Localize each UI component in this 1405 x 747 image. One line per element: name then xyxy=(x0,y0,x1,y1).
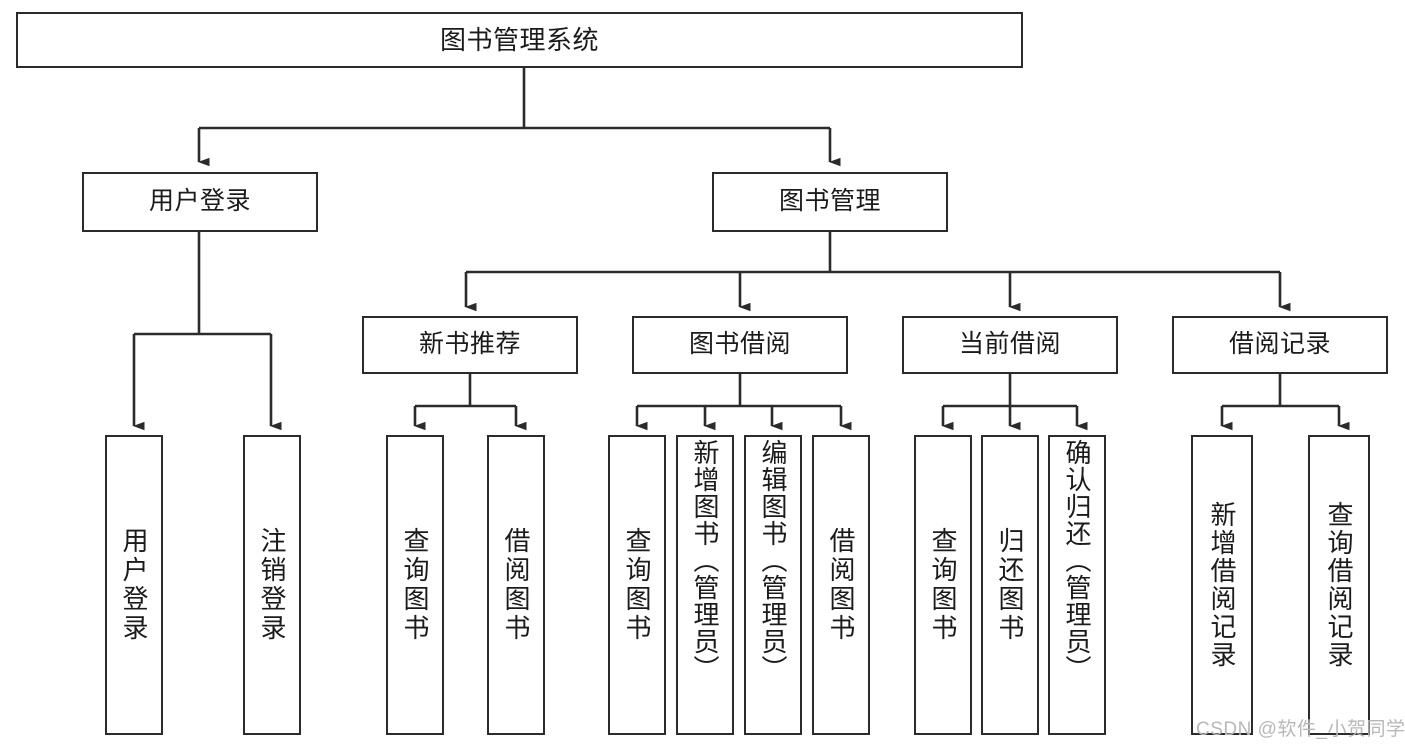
node-label: 查询图书 xyxy=(928,527,958,643)
node-label: 查询图书 xyxy=(400,527,430,643)
node-user-login[interactable]: 用户登录 xyxy=(82,172,318,232)
leaf-borrow-book-new[interactable]: 借阅图书 xyxy=(487,435,545,735)
node-label: 新增借阅记录 xyxy=(1207,501,1237,669)
node-new-book-recommend[interactable]: 新书推荐 xyxy=(362,316,578,374)
node-label: 新书推荐 xyxy=(418,330,521,359)
leaf-edit-book-admin[interactable]: 编辑图书（管理员） xyxy=(744,435,802,735)
node-label: 新增图书（管理员） xyxy=(690,439,720,682)
leaf-add-book-admin[interactable]: 新增图书（管理员） xyxy=(676,435,734,735)
leaf-query-book-new[interactable]: 查询图书 xyxy=(386,435,444,735)
node-label: 图书借阅 xyxy=(688,330,791,359)
node-label: 归还图书 xyxy=(995,527,1025,643)
node-root-system[interactable]: 图书管理系统 xyxy=(16,12,1023,68)
node-label: 当前借阅 xyxy=(958,330,1061,359)
node-book-management[interactable]: 图书管理 xyxy=(712,172,948,232)
node-label: 用户登录 xyxy=(148,187,251,216)
leaf-return-book[interactable]: 归还图书 xyxy=(981,435,1039,735)
node-label: 查询图书 xyxy=(622,527,652,643)
node-label: 注销登录 xyxy=(257,527,287,643)
node-label: 借阅图书 xyxy=(501,527,531,643)
leaf-logout[interactable]: 注销登录 xyxy=(243,435,301,735)
leaf-add-borrow-record[interactable]: 新增借阅记录 xyxy=(1191,435,1253,735)
leaf-query-book-borrow[interactable]: 查询图书 xyxy=(608,435,666,735)
node-label: 图书管理系统 xyxy=(439,24,599,55)
leaf-confirm-return-admin[interactable]: 确认归还（管理员） xyxy=(1048,435,1106,735)
node-book-borrow[interactable]: 图书借阅 xyxy=(632,316,848,374)
node-label: 借阅图书 xyxy=(826,527,856,643)
node-borrow-record[interactable]: 借阅记录 xyxy=(1172,316,1388,374)
node-label: 编辑图书（管理员） xyxy=(758,439,788,682)
leaf-borrow-book[interactable]: 借阅图书 xyxy=(812,435,870,735)
node-label: 查询借阅记录 xyxy=(1324,501,1354,669)
leaf-query-book-current[interactable]: 查询图书 xyxy=(914,435,972,735)
node-label: 用户登录 xyxy=(119,527,149,643)
node-current-borrow[interactable]: 当前借阅 xyxy=(902,316,1118,374)
node-label: 借阅记录 xyxy=(1228,330,1331,359)
node-label: 图书管理 xyxy=(778,187,881,216)
leaf-query-borrow-record[interactable]: 查询借阅记录 xyxy=(1308,435,1370,735)
leaf-user-login[interactable]: 用户登录 xyxy=(105,435,163,735)
node-label: 确认归还（管理员） xyxy=(1062,439,1092,682)
